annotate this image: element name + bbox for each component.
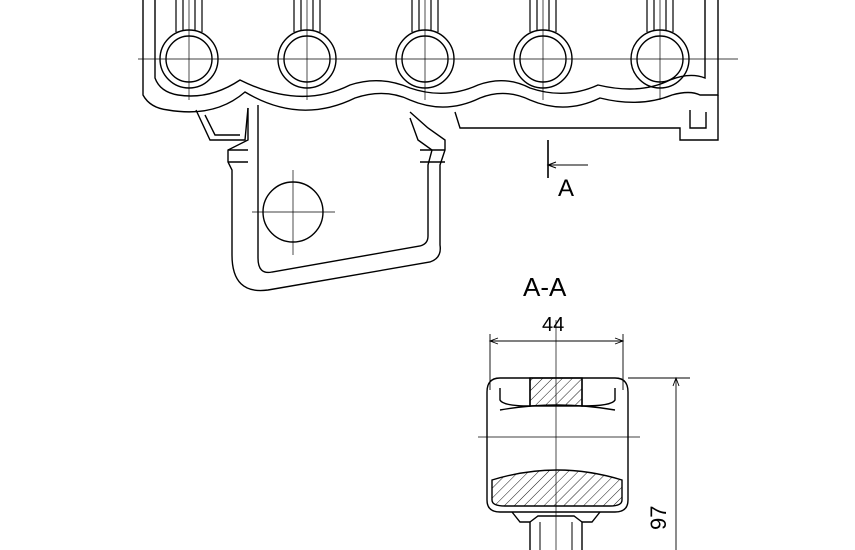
section-stem <box>511 511 601 550</box>
hanging-bracket <box>227 108 446 292</box>
section-body-outline <box>486 377 629 513</box>
section-mark-label: A <box>558 175 574 202</box>
hatched-lower-region <box>491 469 623 507</box>
clamp-body-outline <box>142 0 719 113</box>
height-dim-label: 97 <box>646 506 671 530</box>
width-dim-label: 44 <box>542 314 564 336</box>
section-view <box>486 334 629 550</box>
centerlines-top <box>138 0 738 255</box>
right-arm <box>454 95 719 141</box>
left-lug <box>195 107 249 141</box>
centerlines-section <box>478 320 640 550</box>
dim-height <box>628 376 690 550</box>
section-title: A-A <box>523 272 567 302</box>
clamp-inner-outline <box>154 0 706 98</box>
section-marker <box>546 140 588 178</box>
bolt-slots <box>175 0 674 32</box>
clamp-top-view <box>142 0 719 292</box>
